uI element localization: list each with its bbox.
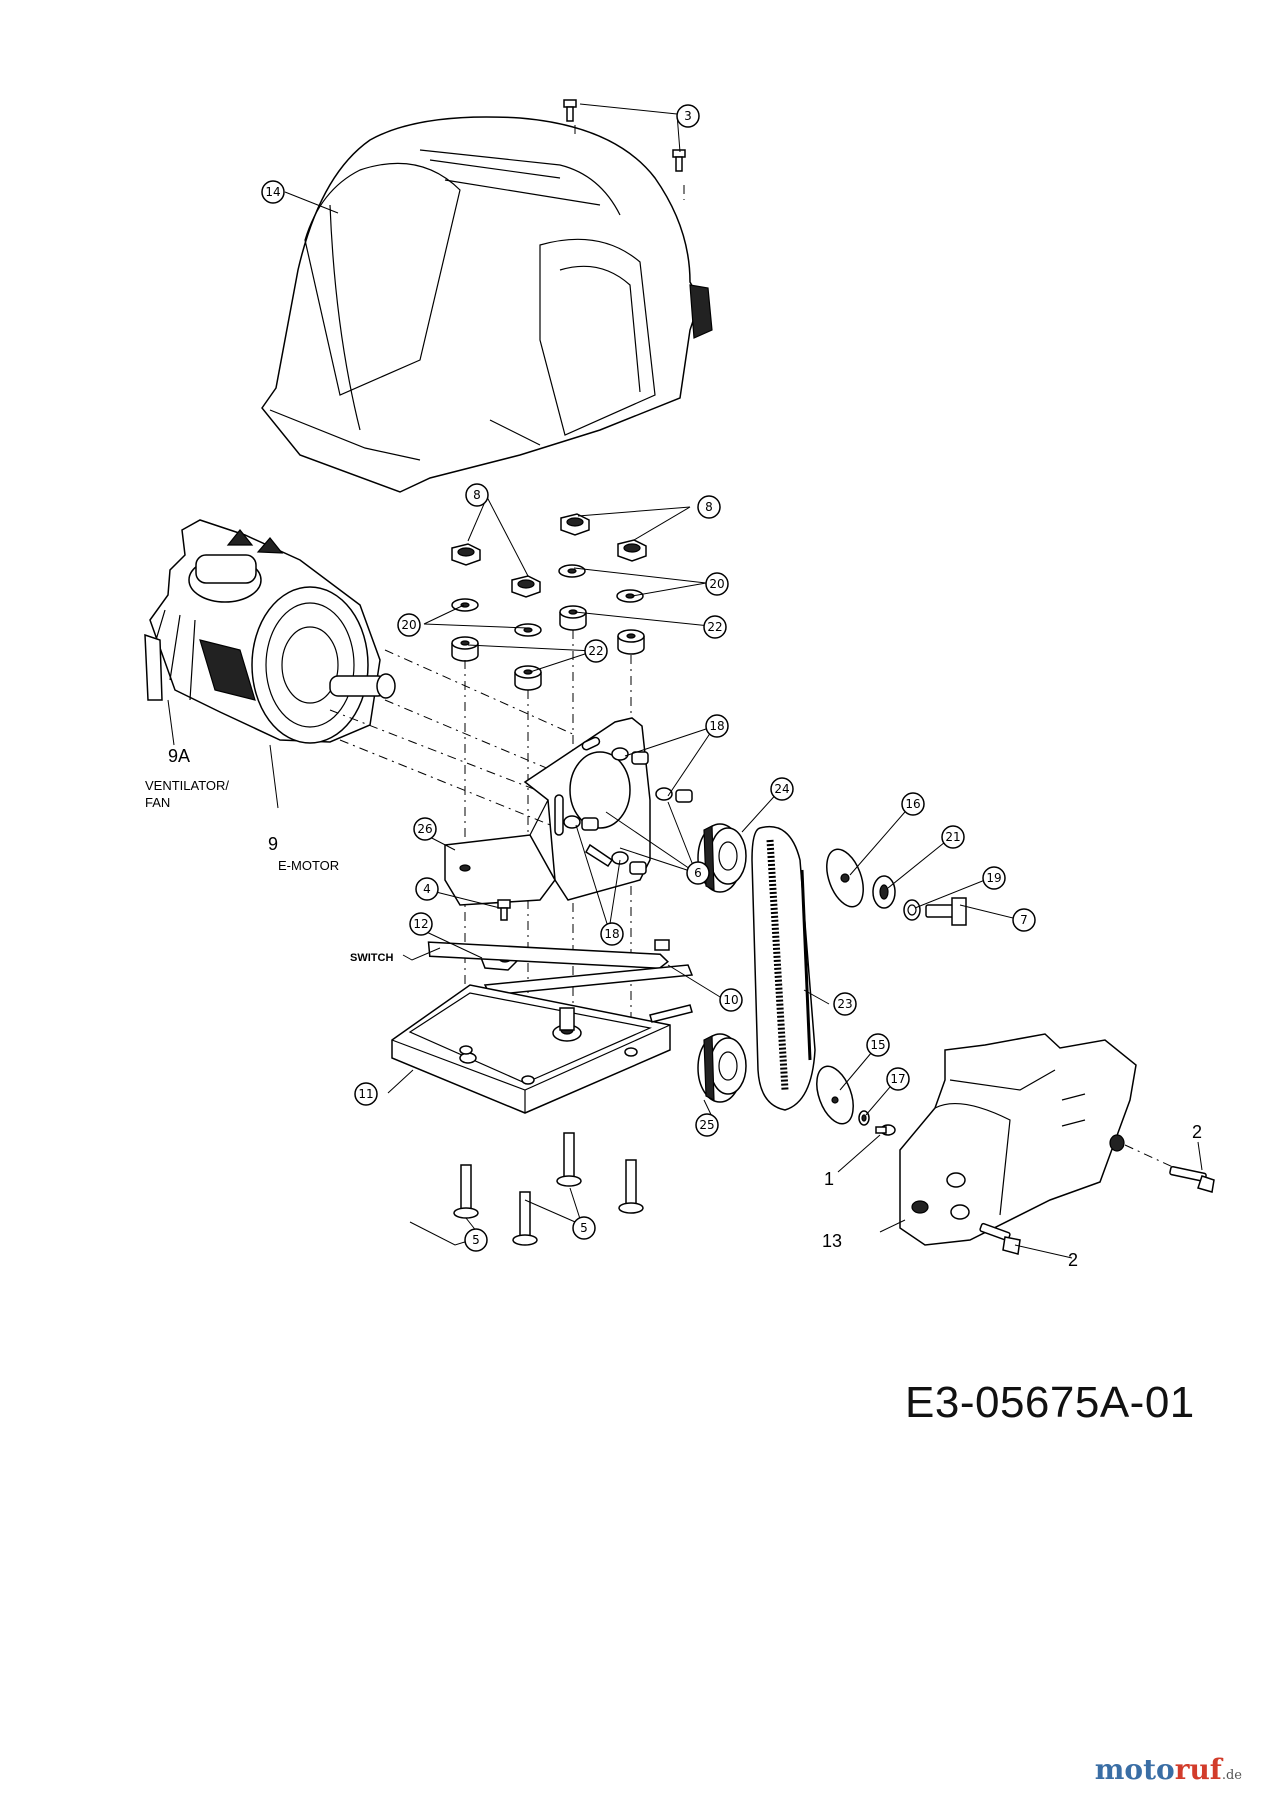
callout-23: 23: [833, 992, 857, 1016]
callout-5-left: 5: [464, 1228, 488, 1252]
site-watermark-logo: motoruf.de: [1095, 1753, 1242, 1786]
callout-25: 25: [695, 1113, 719, 1137]
svg-text:19: 19: [986, 871, 1001, 885]
label-switch: SWITCH: [350, 952, 393, 964]
svg-text:21: 21: [945, 830, 960, 844]
svg-text:18: 18: [709, 719, 724, 733]
label-13: 13: [822, 1231, 842, 1251]
hood-screw-2: [672, 149, 686, 172]
callout-14: 14: [261, 180, 285, 204]
electric-motor: [144, 519, 396, 744]
bolt-7: [925, 897, 967, 926]
belt-cover-13: [899, 1033, 1137, 1246]
label-9a: 9A: [168, 746, 190, 766]
svg-text:3: 3: [684, 109, 692, 123]
label-2-right: 2: [1192, 1122, 1202, 1142]
label-e-motor: E-MOTOR: [278, 858, 339, 873]
callout-6: 6: [686, 861, 710, 885]
svg-text:17: 17: [890, 1072, 905, 1086]
callout-18-top: 18: [705, 714, 729, 738]
bolts-5: [453, 1132, 644, 1246]
callout-5-right: 5: [572, 1216, 596, 1240]
svg-text:14: 14: [265, 185, 280, 199]
callout-22-right: 22: [703, 615, 727, 639]
callout-19: 19: [982, 866, 1006, 890]
callout-15: 15: [866, 1033, 890, 1057]
screw-1: [875, 1124, 896, 1136]
hex-nut-8-c: [560, 513, 590, 536]
svg-text:5: 5: [472, 1233, 480, 1247]
drawing-number: E3-05675A-01: [905, 1378, 1195, 1427]
bracket-bolts-18: [563, 747, 693, 875]
driven-pulley-25: [697, 1033, 747, 1103]
label-1: 1: [824, 1169, 834, 1189]
hex-nut-8-d: [617, 539, 647, 562]
callout-3: 3: [676, 104, 700, 128]
hood-cover: [261, 116, 713, 493]
disc-washer-15: [816, 1065, 854, 1125]
svg-text:8: 8: [473, 488, 481, 502]
svg-text:15: 15: [870, 1038, 885, 1052]
hood-screw-1: [563, 99, 577, 122]
disc-washer-16: [826, 848, 864, 908]
callout-17: 17: [886, 1067, 910, 1091]
callout-24: 24: [770, 777, 794, 801]
lock-washer-19: [903, 899, 921, 921]
svg-text:7: 7: [1020, 913, 1028, 927]
svg-text:5: 5: [580, 1221, 588, 1235]
svg-text:8: 8: [705, 500, 713, 514]
callout-11: 11: [354, 1082, 378, 1106]
watermark-brand: moto: [1094, 1753, 1175, 1786]
callout-22-left: 22: [584, 639, 608, 663]
label-fan-line1: VENTILATOR/: [145, 778, 229, 793]
label-9: 9: [268, 834, 278, 854]
callout-16: 16: [901, 792, 925, 816]
callout-4: 4: [415, 877, 439, 901]
svg-text:22: 22: [588, 644, 603, 658]
svg-text:20: 20: [401, 618, 416, 632]
screw-4: [497, 899, 511, 921]
cover-bolt-2-right: [1169, 1165, 1215, 1193]
svg-text:18: 18: [604, 927, 619, 941]
hex-nut-8-a: [451, 543, 481, 566]
svg-text:16: 16: [905, 797, 920, 811]
callout-18-bottom: 18: [600, 922, 624, 946]
callout-21: 21: [941, 825, 965, 849]
svg-text:25: 25: [699, 1118, 714, 1132]
callout-7: 7: [1012, 908, 1036, 932]
spacers-22: [451, 605, 645, 691]
label-2-lower: 2: [1068, 1250, 1078, 1270]
cover-bolt-2-lower: [979, 1222, 1021, 1255]
watermark-tld: .de: [1221, 1768, 1242, 1783]
callout-8-right: 8: [697, 495, 721, 519]
hex-nut-8-b: [511, 575, 541, 598]
callout-10: 10: [719, 988, 743, 1012]
callout-20-right: 20: [705, 572, 729, 596]
svg-text:12: 12: [413, 917, 428, 931]
callout-12: 12: [409, 912, 433, 936]
base-tray-11: [391, 984, 693, 1114]
watermark-brand-accent: ruf: [1174, 1753, 1222, 1786]
callout-26: 26: [413, 817, 437, 841]
svg-text:20: 20: [709, 577, 724, 591]
washer-21: [872, 875, 896, 909]
label-fan-line2: FAN: [145, 795, 170, 810]
svg-text:6: 6: [694, 866, 702, 880]
motor-bracket: [444, 717, 651, 906]
svg-text:26: 26: [417, 822, 432, 836]
svg-text:24: 24: [774, 782, 789, 796]
toothed-belt-23: [751, 826, 816, 1111]
washers-20: [451, 564, 644, 637]
svg-text:4: 4: [423, 882, 431, 896]
switch-rod-10: [427, 939, 694, 996]
svg-text:23: 23: [837, 997, 852, 1011]
svg-text:10: 10: [723, 993, 738, 1007]
callout-20-left: 20: [397, 613, 421, 637]
callout-8-left: 8: [465, 483, 489, 507]
svg-text:22: 22: [707, 620, 722, 634]
svg-text:11: 11: [358, 1087, 373, 1101]
